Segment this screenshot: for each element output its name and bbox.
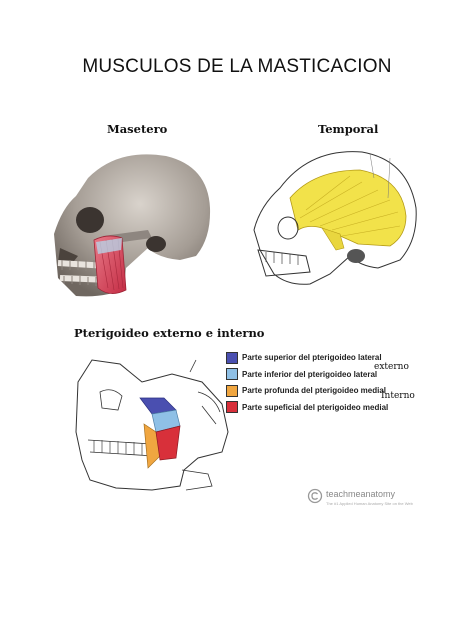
legend-swatch-icon [226,384,238,397]
pterygoid-skull-illustration [75,359,229,491]
section-label-temporal: Temporal [318,122,379,136]
masseter-skull-illustration [54,154,211,297]
note-interno: Interno [381,391,415,401]
legend-label: Parte supeficial del pterigoideo medial [242,402,389,412]
legend-item: Parte profunda del pterigoideo medial [226,384,426,397]
page-title: MUSCULOS DE LA MASTICACION [82,56,392,77]
section-label-pterigoideo: Pterigoideo externo e interno [74,326,265,340]
legend-swatch-icon [226,351,238,364]
legend: Parte superior del pterigoideo lateral P… [226,351,426,417]
legend-item: Parte supeficial del pterigoideo medial [226,401,426,414]
legend-item: Parte inferior del pterigoideo lateral [226,368,426,381]
legend-label: Parte profunda del pterigoideo medial [242,386,387,395]
section-label-masetero: Masetero [107,122,168,136]
copyright-icon [307,488,323,504]
watermark-brand: teachmeanatomy [326,489,396,499]
legend-label: Parte superior del pterigoideo lateral [242,353,382,362]
watermark-tagline: The #1 Applied Human Anatomy Site on the… [326,501,413,506]
note-externo: externo [374,362,409,372]
legend-label: Parte inferior del pterigoideo lateral [242,369,378,379]
legend-item: Parte superior del pterigoideo lateral [226,351,426,364]
temporal-skull-illustration [253,151,417,285]
legend-swatch-icon [226,368,238,380]
legend-swatch-icon [226,401,238,413]
